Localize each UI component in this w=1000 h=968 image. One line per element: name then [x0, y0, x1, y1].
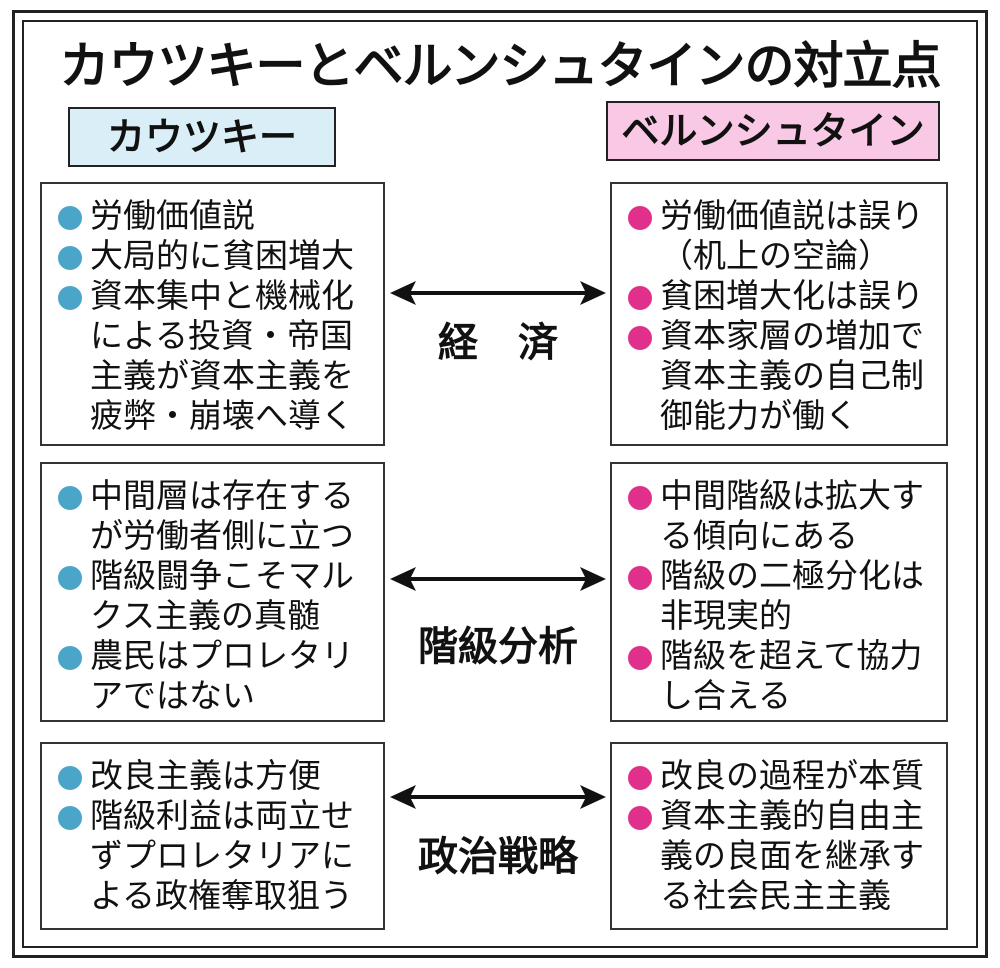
list-item: 労働価値説: [54, 196, 375, 236]
list-item: 資本主義的自由主義の良面を継承する社会民主主義: [624, 796, 938, 916]
double-arrow-icon: [388, 278, 608, 308]
bernstein-economy-box: 労働価値説は誤り（机上の空論） 貧困増大化は誤り 資本家層の増加で資本主義の自己…: [610, 182, 948, 446]
bullet-dot: [58, 806, 82, 830]
list-item: 改良主義は方便: [54, 756, 375, 796]
outer-frame: [12, 10, 988, 958]
kautsky-economy-box: 労働価値説 大局的に貧困増大 資本集中と機械化による投資・帝国主義が資本主義を疲…: [40, 182, 385, 446]
list-item: 労働価値説は誤り（机上の空論）: [624, 196, 938, 276]
bernstein-strategy-box: 改良の過程が本質 資本主義的自由主義の良面を継承する社会民主主義: [610, 742, 948, 930]
bernstein-class-box: 中間階級は拡大する傾向にある 階級の二極分化は非現実的 階級を超えて協力し合える: [610, 462, 948, 722]
bernstein-label: ベルンシュタイン: [606, 101, 940, 161]
double-arrow-icon: [388, 782, 608, 812]
bullet-dot: [628, 646, 652, 670]
inner-frame: [22, 20, 978, 948]
bullet-dot: [628, 206, 652, 230]
bullet-dot: [628, 486, 652, 510]
bullet-dot: [628, 566, 652, 590]
kautsky-class-box: 中間層は存在するが労働者側に立つ 階級闘争こそマルクス主義の真髄 農民はプロレタ…: [40, 462, 385, 722]
list-item: 階級の二極分化は非現実的: [624, 556, 938, 636]
topic-economy: 経 済: [438, 320, 558, 366]
bullet-dot: [628, 766, 652, 790]
bullet-dot: [58, 766, 82, 790]
bullet-dot: [628, 326, 652, 350]
list-item: 資本家層の増加で資本主義の自己制御能力が働く: [624, 316, 938, 436]
list-item: 中間層は存在するが労働者側に立つ: [54, 476, 375, 556]
list-item: 階級利益は両立せずプロレタリアによる政権奪取狙う: [54, 796, 375, 916]
diagram-title: カウツキーとベルンシュタインの対立点: [59, 37, 942, 95]
kautsky-label: カウツキー: [68, 107, 336, 167]
bullet-dot: [58, 286, 82, 310]
bullet-dot: [58, 646, 82, 670]
bullet-dot: [58, 486, 82, 510]
list-item: 貧困増大化は誤り: [624, 276, 938, 316]
double-arrow-icon: [388, 564, 608, 594]
bullet-dot: [58, 566, 82, 590]
bullet-dot: [628, 286, 652, 310]
list-item: 階級闘争こそマルクス主義の真髄: [54, 556, 375, 636]
list-item: 大局的に貧困増大: [54, 236, 375, 276]
list-item: 資本集中と機械化による投資・帝国主義が資本主義を疲弊・崩壊へ導く: [54, 276, 375, 436]
bullet-dot: [628, 806, 652, 830]
topic-political-strategy: 政治戦略: [418, 834, 578, 880]
list-item: 中間階級は拡大する傾向にある: [624, 476, 938, 556]
list-item: 改良の過程が本質: [624, 756, 938, 796]
topic-class-analysis: 階級分析: [418, 624, 578, 670]
bullet-dot: [58, 206, 82, 230]
kautsky-strategy-box: 改良主義は方便 階級利益は両立せずプロレタリアによる政権奪取狙う: [40, 742, 385, 930]
bullet-dot: [58, 246, 82, 270]
list-item: 農民はプロレタリアではない: [54, 636, 375, 716]
list-item: 階級を超えて協力し合える: [624, 636, 938, 716]
